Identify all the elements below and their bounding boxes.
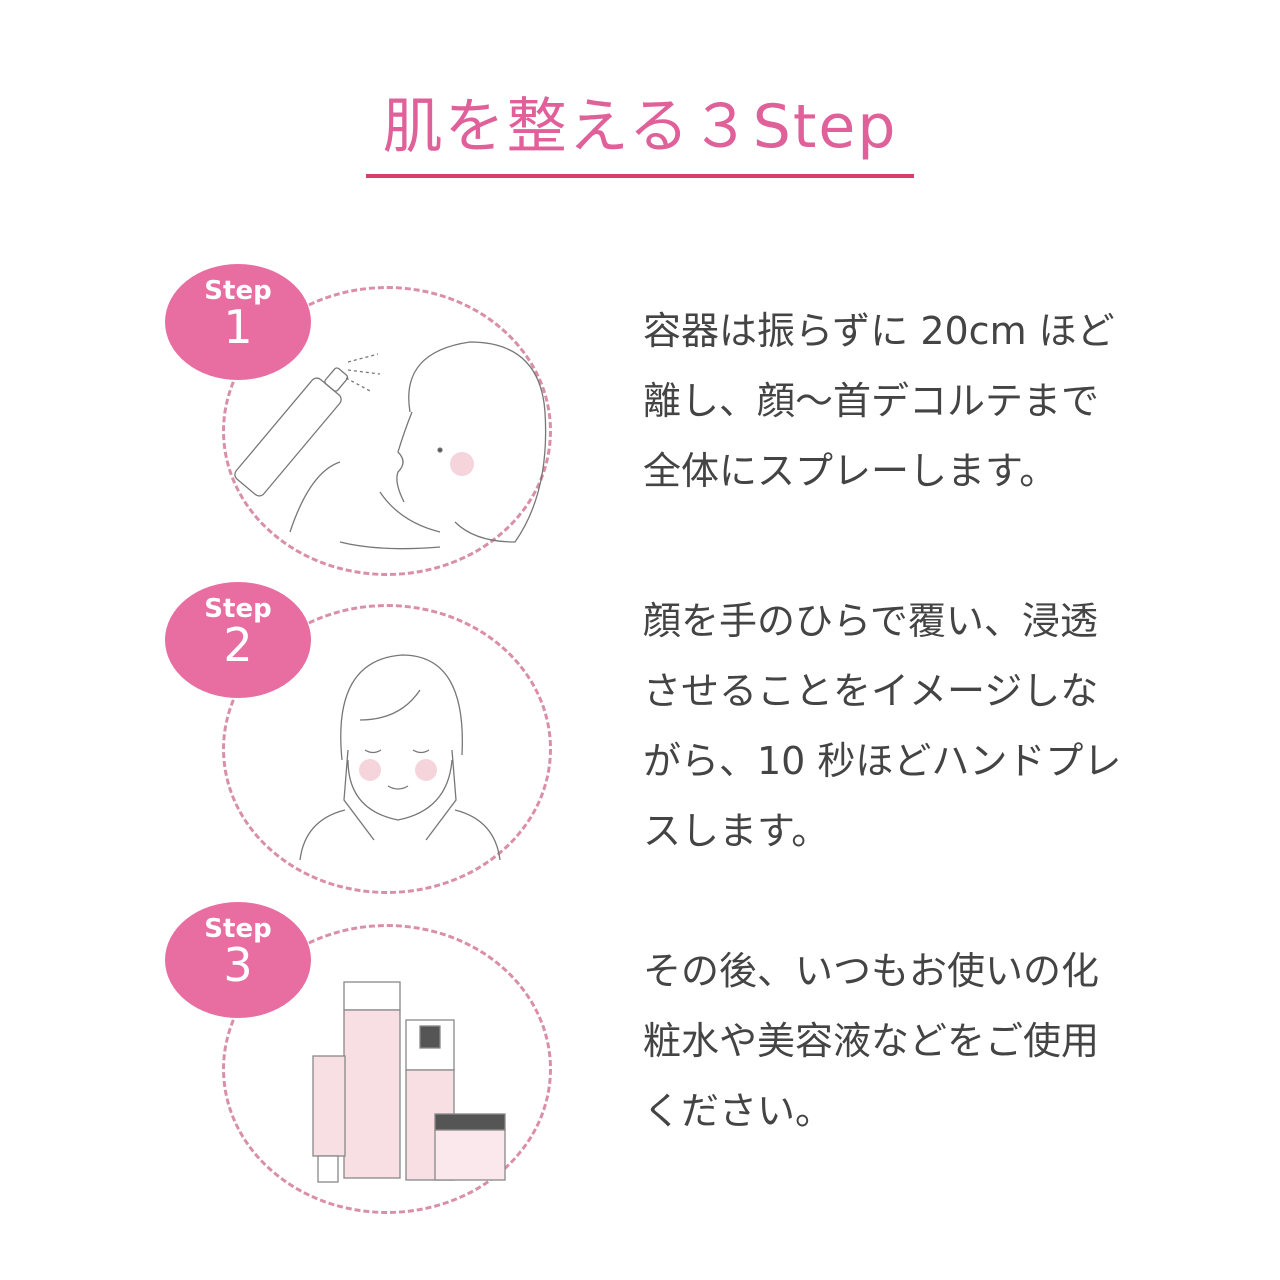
step-badge: Step 2 [165,582,311,698]
step-2: Step 2 顔を手のひらで覆い、浸透 させることをイメージしな がら、10 秒… [0,580,1280,900]
step-badge-number: 1 [223,300,253,354]
step-1: Step 1 容器は振らずに 20cm ほど 離し、顔～首デコルテまで 全体にス… [0,262,1280,582]
title-underline [366,174,914,178]
description-line: 顔を手のひらで覆い、浸透 [643,599,1098,643]
description-line: 粧水や美容液などをご使用 [643,1019,1100,1063]
step-badge: Step 1 [165,264,311,380]
woman-hand-press-icon [299,654,501,861]
description-line: その後、いつもお使いの化 [643,949,1100,993]
page-title: 肌を整える３Step [382,92,898,162]
step-description: その後、いつもお使いの化 粧水や美容液などをご使用 ください。 [643,936,1183,1146]
dashed-circle [222,604,552,894]
step-3: Step 3 その後、いつもお使いの化 粧水や美容液などをご使用 ください。 [0,900,1280,1220]
step-badge-label: Step [204,276,272,306]
step-badge: Step 3 [165,902,311,1018]
step-description: 顔を手のひらで覆い、浸透 させることをイメージしな がら、10 秒ほどハンドプレ… [643,586,1183,866]
skincare-bottles-icon [312,981,506,1183]
woman-spraying-mist-icon [234,341,547,550]
description-line: がら、10 秒ほどハンドプレ [643,739,1122,783]
dashed-circle [222,924,552,1214]
step-badge-label: Step [204,914,272,944]
step-badge-label: Step [204,594,272,624]
step-badge-number: 3 [223,938,253,992]
description-line: 容器は振らずに 20cm ほど [643,309,1115,353]
description-line: させることをイメージしな [643,669,1099,713]
description-line: ください。 [643,1089,834,1133]
step-badge-number: 2 [223,618,253,672]
description-line: 離し、顔～首デコルテまで [643,379,1100,423]
dashed-circle [222,286,552,576]
description-line: 全体にスプレーします。 [643,449,1058,493]
description-line: スします。 [643,809,830,853]
step-description: 容器は振らずに 20cm ほど 離し、顔～首デコルテまで 全体にスプレーします。 [643,296,1183,506]
